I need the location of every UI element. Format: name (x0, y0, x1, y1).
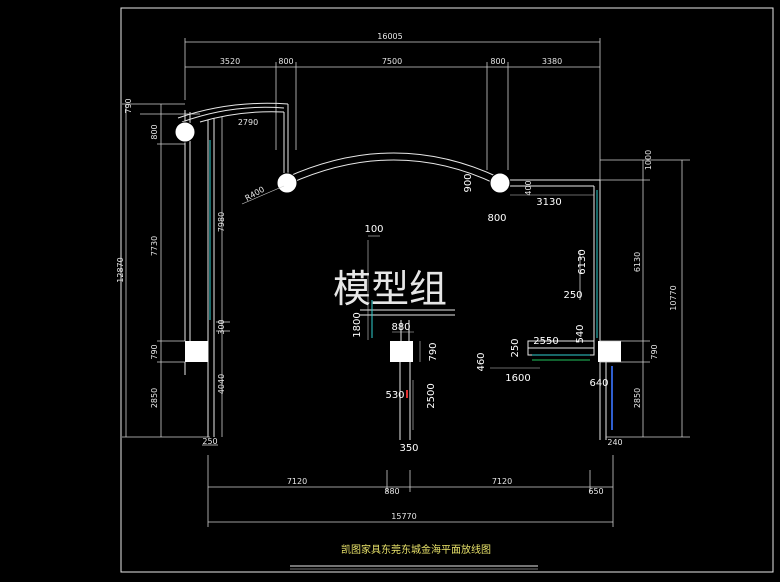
right-dimension-lines (579, 159, 690, 438)
dim-640: 640 (589, 378, 608, 389)
center-dimension-lines (367, 235, 421, 430)
dim-100: 100 (364, 224, 383, 235)
dim-880-center: 880 (391, 322, 410, 333)
column-left (185, 341, 208, 362)
dim-2790: 2790 (238, 118, 258, 127)
column-right (598, 341, 621, 362)
bottom-total-dim: 15770 (391, 512, 416, 521)
dim-790-center: 790 (428, 342, 439, 361)
left-dim-790: 790 (150, 344, 159, 359)
top-seg-5: 3380 (542, 57, 562, 66)
bottom-seg-4: 650 (588, 487, 603, 496)
top-total-dim: 16005 (377, 32, 402, 41)
radius-label: R400 (243, 185, 266, 203)
left-inner-300: 300 (217, 319, 226, 334)
dim-2550: 2550 (533, 336, 558, 347)
dim-1600: 1600 (505, 373, 530, 384)
top-seg-3: 7500 (382, 57, 402, 66)
left-inner-4040: 4040 (217, 374, 226, 394)
accent-lines (209, 140, 598, 356)
drawing-caption: 凯图家具东莞东城金海平面放线图 (341, 543, 491, 556)
bottom-seg-3: 7120 (492, 477, 512, 486)
left-dim-800: 800 (150, 124, 159, 139)
dim-900: 900 (463, 173, 474, 192)
dim-530: 530 (385, 390, 404, 401)
pillar-1 (174, 121, 196, 143)
left-bottom-250: 250 (202, 437, 217, 446)
right-dim-790: 790 (650, 344, 659, 359)
watermark: 模型组 (333, 267, 447, 311)
right-dim-1000: 1000 (644, 150, 653, 170)
column-center (390, 341, 413, 362)
dim-400: 400 (524, 180, 533, 195)
top-seg-4: 800 (490, 57, 505, 66)
right-dim-2850: 2850 (633, 388, 642, 408)
right-inner-540: 540 (575, 324, 586, 343)
dim-2500: 2500 (426, 383, 437, 408)
pillar-2 (276, 172, 298, 194)
left-dim-7730: 7730 (150, 236, 159, 256)
bottom-seg-1: 7120 (287, 477, 307, 486)
right-inner-6130: 6130 (577, 249, 588, 274)
top-seg-1: 3520 (220, 57, 240, 66)
left-inner-7980: 7980 (217, 212, 226, 232)
left-total-dim: 12870 (116, 257, 125, 282)
left-dimension-lines (122, 103, 230, 446)
right-dim-6130: 6130 (633, 252, 642, 272)
right-inner-250: 250 (563, 290, 582, 301)
dim-1800: 1800 (352, 312, 363, 337)
right-total-dim: 10770 (669, 285, 678, 310)
left-dim-2850: 2850 (150, 388, 159, 408)
dim-240: 240 (607, 438, 622, 447)
dim-250-lower: 250 (510, 338, 521, 357)
dim-460: 460 (476, 352, 487, 371)
pillar-3 (489, 172, 511, 194)
bottom-dimension-lines (207, 455, 614, 527)
bottom-seg-2: 880 (384, 487, 399, 496)
dim-350: 350 (399, 443, 418, 454)
top-seg-2: 800 (278, 57, 293, 66)
top-dimension-lines (184, 38, 601, 180)
wall-outline (177, 102, 607, 440)
dim-800-mid: 800 (487, 213, 506, 224)
dim-3130: 3130 (536, 197, 561, 208)
drawing-border (120, 7, 774, 573)
left-dim-top: 790 (124, 98, 133, 113)
